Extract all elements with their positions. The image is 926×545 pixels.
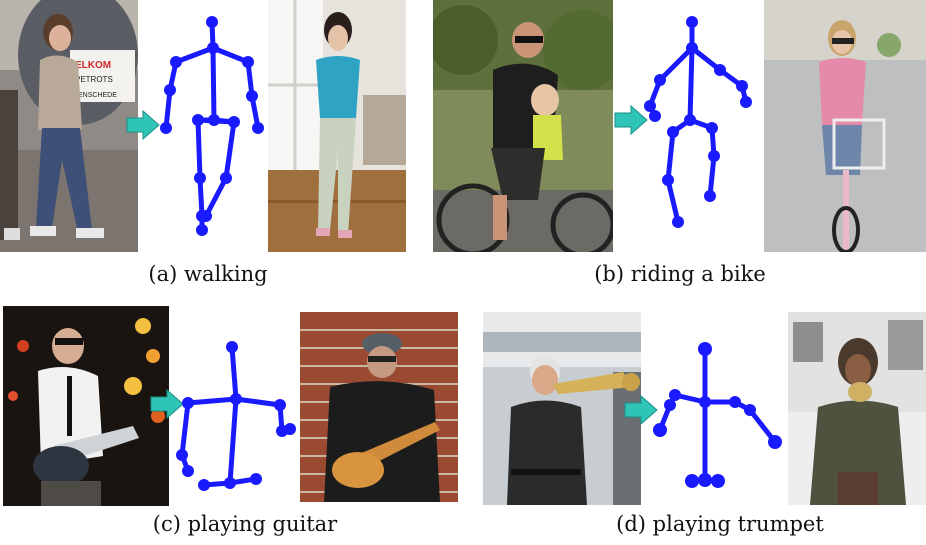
photo-trumpet-outdoor — [483, 312, 641, 505]
skeleton-joint-lk — [194, 172, 206, 184]
photo-bike-woman — [764, 0, 926, 252]
skeleton-joint-ls — [170, 56, 182, 68]
skeleton-joint-re — [744, 404, 756, 416]
skeleton-bone — [173, 45, 216, 65]
arrow-icon-b — [614, 105, 648, 135]
skeleton-joint-lw — [653, 423, 667, 437]
skeleton-joint-rk — [220, 172, 232, 184]
caption-riding-bike: (b) riding a bike — [594, 262, 766, 286]
skeleton-joint-head — [206, 16, 218, 28]
skeleton-joint-rh — [228, 116, 240, 128]
skeleton-bone — [227, 396, 239, 486]
caption-playing-trumpet: (d) playing trumpet — [616, 512, 824, 536]
skeleton-joint-lw — [649, 110, 661, 122]
skeleton-joint-le — [664, 399, 676, 411]
skeleton-joint-re — [736, 80, 748, 92]
pose-skeleton-riding-bike — [644, 16, 752, 228]
photo-walking-indoor — [268, 0, 406, 252]
pose-skeleton-playing-trumpet — [653, 342, 782, 488]
skeleton-joint-le — [164, 84, 176, 96]
skeleton-joint-ra — [200, 210, 212, 222]
photo-trumpet-player — [788, 312, 926, 505]
skeleton-joint-rh — [706, 122, 718, 134]
skeleton-joint-la — [672, 216, 684, 228]
skeleton-joint-hip — [224, 477, 236, 489]
skeleton-joint-rw — [284, 423, 296, 435]
skeleton-bone — [665, 177, 681, 225]
skeleton-joint-rk — [708, 150, 720, 162]
skeleton-joint-lh — [198, 479, 210, 491]
skeleton-joint-ra — [704, 190, 716, 202]
skeleton-joint-head — [686, 16, 698, 28]
skeleton-bone — [665, 129, 676, 183]
skeleton-joint-ls — [182, 397, 194, 409]
skeleton-joint-rs — [274, 399, 286, 411]
skeleton-bone — [223, 119, 237, 181]
skeleton-joint-hip — [208, 114, 220, 126]
pose-skeleton-playing-guitar — [176, 341, 296, 491]
skeleton-joint-ls — [654, 74, 666, 86]
skeleton-joint-neck — [207, 42, 219, 54]
skeleton-joint-lh — [667, 126, 679, 138]
skeleton-bone — [163, 87, 173, 131]
skeleton-joint-rw — [252, 122, 264, 134]
photo-guitar-brick-wall — [300, 312, 458, 502]
arrow-icon-d — [624, 395, 658, 425]
skeleton-joint-rw — [740, 96, 752, 108]
skeleton-joint-lh — [685, 474, 699, 488]
skeleton-joint-ls — [669, 389, 681, 401]
arrow-icon-a — [126, 110, 160, 140]
skeleton-bone — [707, 153, 717, 199]
skeleton-joint-hip — [698, 473, 712, 487]
skeleton-bone — [195, 117, 203, 181]
skeleton-bone — [185, 396, 239, 406]
skeleton-joint-head — [698, 342, 712, 356]
skeleton-bone — [687, 45, 695, 123]
balloon-text-3: ENSCHEDE — [78, 92, 117, 99]
photo-guitar-concert — [3, 306, 169, 506]
skeleton-joint-rs — [729, 396, 741, 408]
balloon-text-2: PETROTS — [75, 75, 113, 84]
photo-bike-father-child — [433, 0, 613, 252]
skeleton-bone — [210, 45, 217, 123]
balloon-text-1: ELKOM — [75, 60, 111, 71]
skeleton-joint-le — [176, 449, 188, 461]
photo-walking-street: ELKOM PETROTS ENSCHEDE — [0, 0, 138, 252]
skeleton-joint-neck — [699, 396, 711, 408]
skeleton-bone — [197, 175, 205, 219]
arrow-icon-c — [150, 389, 184, 419]
skeleton-joint-rh — [711, 474, 725, 488]
skeleton-joint-lk — [662, 174, 674, 186]
skeleton-bone — [657, 45, 695, 83]
skeleton-bone — [229, 344, 239, 402]
skeleton-joint-le — [644, 100, 656, 112]
skeleton-joint-rw — [768, 435, 782, 449]
skeleton-joint-neck — [230, 393, 242, 405]
skeleton-joint-rs — [714, 64, 726, 76]
pose-skeleton-walking — [160, 16, 264, 236]
caption-walking: (a) walking — [148, 262, 268, 286]
skeleton-joint-rs — [242, 56, 254, 68]
skeleton-bone — [203, 175, 229, 219]
caption-playing-guitar: (c) playing guitar — [152, 512, 338, 536]
skeleton-joint-lf — [196, 224, 208, 236]
skeleton-joint-lw — [160, 122, 172, 134]
skeleton-bone — [210, 45, 251, 65]
skeleton-joint-rh — [250, 473, 262, 485]
skeleton-joint-lw — [182, 465, 194, 477]
skeleton-bone — [233, 396, 283, 408]
skeleton-joint-re — [246, 90, 258, 102]
skeleton-joint-neck — [686, 42, 698, 54]
skeleton-joint-hip — [684, 114, 696, 126]
skeleton-bone — [179, 400, 191, 458]
skeleton-joint-head — [226, 341, 238, 353]
skeleton-joint-lh — [192, 114, 204, 126]
